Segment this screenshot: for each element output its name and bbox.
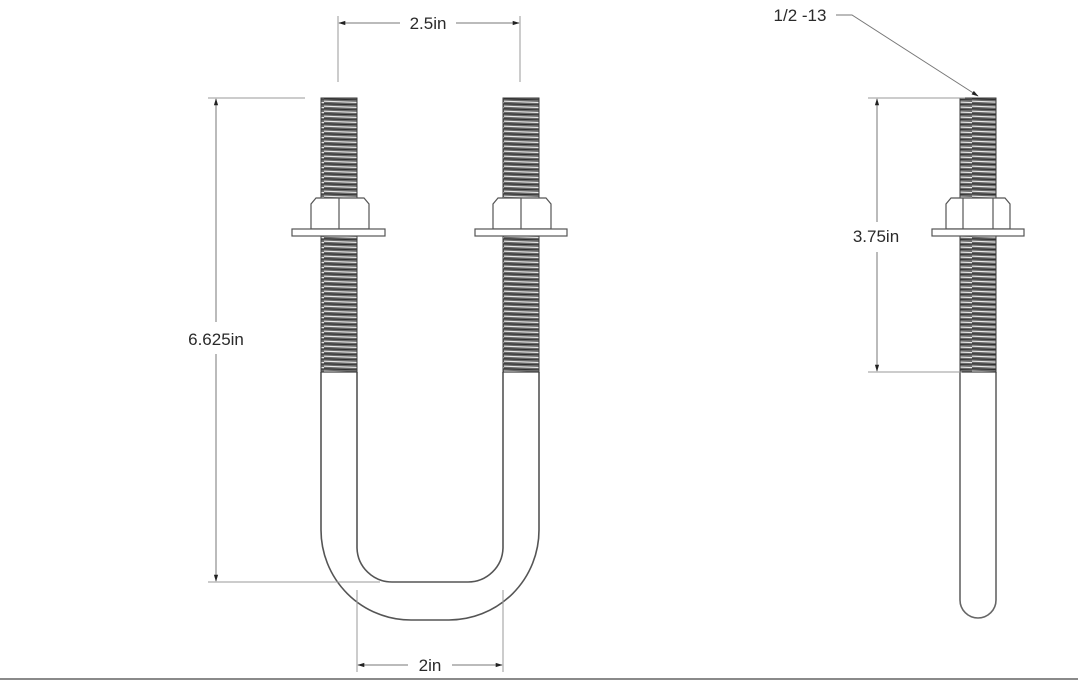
- dimension-thread-length: 3.75in: [853, 97, 965, 373]
- dimension-center-spacing: 2.5in: [337, 14, 521, 82]
- right-washer: [474, 228, 568, 237]
- dimension-label-2-5in: 2.5in: [410, 14, 447, 33]
- dimension-label-6-625in: 6.625in: [188, 330, 244, 349]
- left-washer: [291, 228, 386, 237]
- dimension-label-2in: 2in: [419, 656, 442, 675]
- dimension-inside-width: 2in: [356, 590, 504, 675]
- side-hex-nut: [945, 197, 1011, 230]
- right-hex-nut: [492, 197, 552, 230]
- left-thread-upper: [320, 97, 358, 199]
- side-thread-upper: [959, 97, 997, 199]
- side-thread-lower: [959, 235, 997, 373]
- right-thread-lower: [502, 235, 540, 373]
- right-thread-upper: [502, 97, 540, 199]
- front-view: 2.5in 6.625in 2in: [188, 14, 568, 675]
- dimension-overall-height: 6.625in: [188, 97, 380, 583]
- left-hex-nut: [310, 197, 370, 230]
- left-thread-lower: [320, 235, 358, 373]
- dimension-label-3-75in: 3.75in: [853, 227, 899, 246]
- side-rod-body: [959, 372, 997, 619]
- thread-callout-label: 1/2 -13: [774, 6, 827, 25]
- thread-callout: 1/2 -13: [774, 6, 979, 97]
- bottom-border: [0, 678, 1078, 680]
- u-bolt-body: [320, 372, 540, 621]
- side-washer: [931, 228, 1025, 237]
- side-view: 3.75in 1/2 -13: [774, 6, 1025, 619]
